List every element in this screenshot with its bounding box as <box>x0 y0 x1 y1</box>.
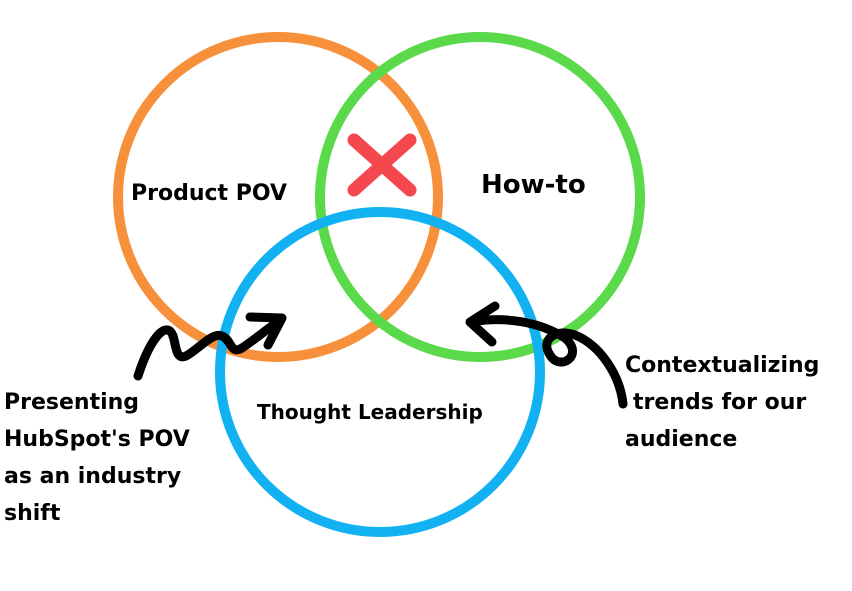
right-annotation: Contextualizing trends for our audience <box>625 347 819 458</box>
squiggle-arrow-icon <box>133 312 287 381</box>
thought-leadership-label: Thought Leadership <box>257 400 483 424</box>
left-annotation-line: Presenting <box>4 390 140 415</box>
how-to-label: How-to <box>481 170 586 200</box>
curl-arrow-icon <box>465 301 628 409</box>
left-annotation-line: shift <box>4 501 61 526</box>
left-annotation-line: HubSpot's POV <box>4 427 190 452</box>
right-annotation-line: audience <box>625 427 738 452</box>
thought-leadership-circle <box>215 207 545 537</box>
right-annotation-line: Contextualizing <box>625 353 820 378</box>
product-pov-label: Product POV <box>131 181 287 206</box>
cross-icon <box>347 133 417 197</box>
how-to-circle <box>315 32 645 362</box>
left-annotation-line: as an industry <box>4 464 182 489</box>
left-annotation: Presenting HubSpot's POV as an industry … <box>4 384 190 532</box>
product-pov-circle <box>113 32 443 362</box>
right-annotation-line: trends for our <box>633 390 807 415</box>
